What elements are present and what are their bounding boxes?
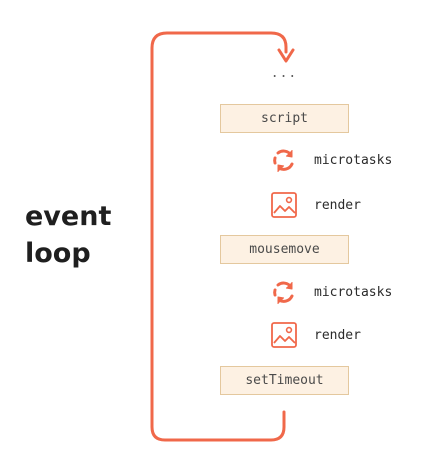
microtasks-step: microtasks <box>270 279 392 305</box>
refresh-cycle-icon <box>273 281 294 304</box>
render-step: render <box>270 322 361 348</box>
microtasks-label: microtasks <box>314 152 393 168</box>
render-label: render <box>314 197 361 213</box>
image-picture-icon <box>271 322 297 348</box>
task-settimeout: setTimeout <box>220 366 349 395</box>
task-mousemove: mousemove <box>220 235 349 264</box>
microtasks-step: microtasks <box>270 147 392 173</box>
arrowhead <box>277 48 295 63</box>
event-loop-label-line-2: loop <box>25 238 91 269</box>
ellipsis: ... <box>270 66 298 81</box>
image-picture-icon <box>271 192 297 218</box>
event-loop-label-line-1: event <box>25 201 112 232</box>
event-loop-label: event loop <box>25 198 135 272</box>
render-label: render <box>314 327 361 343</box>
task-script: script <box>220 104 349 133</box>
microtasks-label: microtasks <box>314 284 393 300</box>
render-step: render <box>270 192 361 218</box>
refresh-cycle-icon <box>273 149 294 172</box>
